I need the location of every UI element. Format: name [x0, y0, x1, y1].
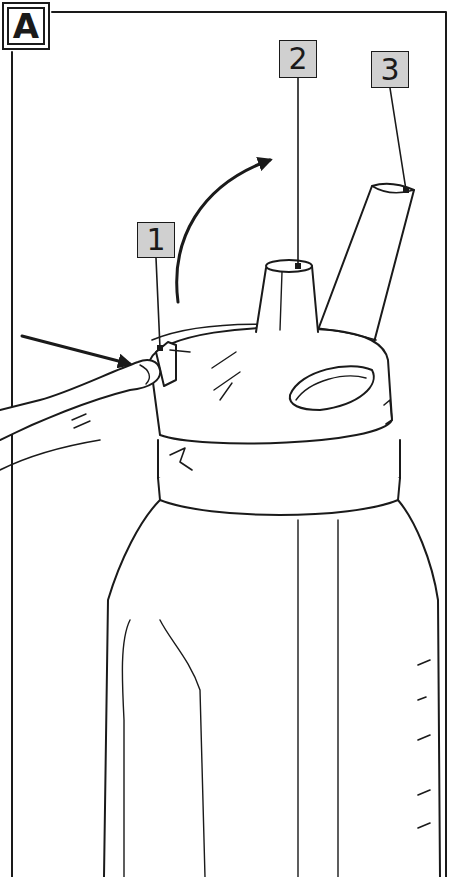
release-tab-edge	[170, 350, 190, 352]
leader-line	[390, 88, 406, 190]
release-tab	[156, 342, 176, 386]
callout-number: 1	[146, 225, 165, 255]
push-arrow	[22, 336, 130, 364]
lift-arrow	[177, 160, 270, 302]
panel-letter-box: A	[2, 2, 50, 50]
callout-number: 2	[288, 44, 307, 74]
spout-opening	[266, 260, 312, 272]
callout-number: 3	[380, 55, 399, 85]
lid-cap	[150, 328, 392, 444]
bottle-grip-left	[122, 620, 130, 877]
bottle-right-side	[398, 500, 440, 877]
spout-ridge	[280, 272, 282, 330]
hand-thumb	[0, 360, 160, 440]
callout-box: 3	[371, 51, 409, 88]
leader-line	[156, 258, 160, 348]
callout-box: 1	[137, 222, 175, 258]
thumb-crease	[72, 414, 90, 428]
leader-dot	[157, 345, 163, 351]
lid-button-ridge	[296, 376, 366, 400]
hand-finger	[0, 440, 100, 470]
callout-box: 2	[279, 40, 317, 78]
spout	[256, 266, 318, 332]
straw	[318, 184, 414, 350]
lid-ring	[158, 478, 400, 515]
leader-dot	[403, 187, 409, 193]
leader-dot	[295, 263, 301, 269]
lid-thread-mark	[170, 448, 192, 470]
graduation-marks	[418, 660, 430, 828]
leader-line	[297, 78, 299, 266]
lid-highlight	[212, 352, 240, 400]
bottle-left-side	[104, 500, 160, 877]
bottle-grip-inner	[160, 620, 205, 877]
bottle-window-strip	[298, 520, 338, 877]
straw-tip	[372, 186, 414, 193]
lid-hinge	[384, 400, 392, 424]
lid-button	[290, 366, 374, 410]
panel-letter: A	[13, 9, 39, 43]
thumb-nail	[140, 365, 149, 384]
